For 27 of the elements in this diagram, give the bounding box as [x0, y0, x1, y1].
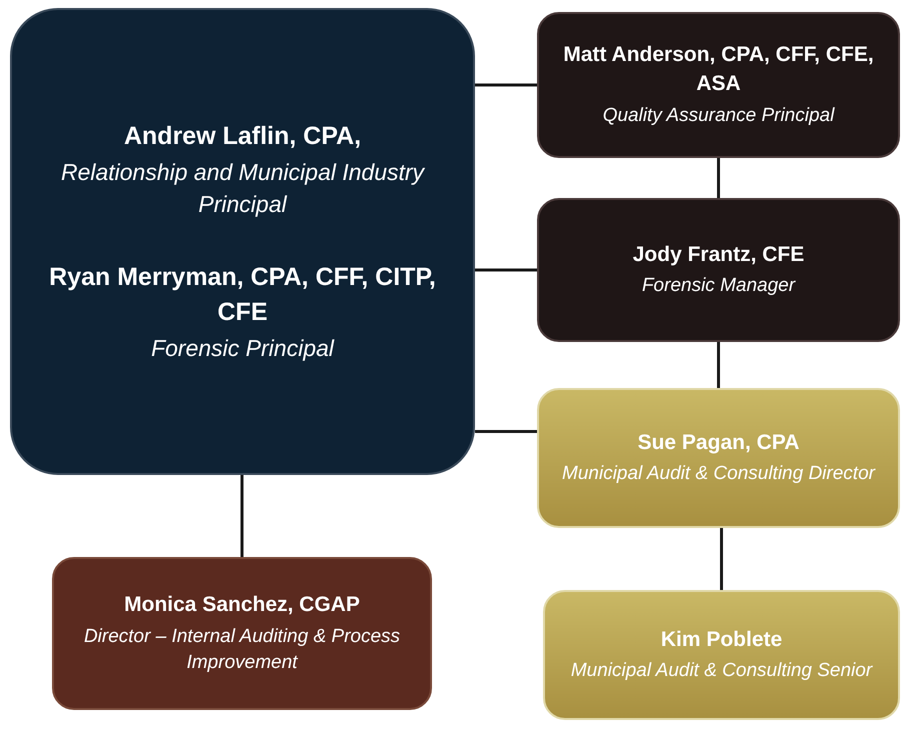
org-box: [537, 12, 900, 158]
connector-line: [717, 342, 720, 388]
org-box: [52, 557, 432, 710]
org-box: [10, 8, 475, 475]
connector-line: [475, 268, 537, 272]
job-title: Forensic Manager: [642, 274, 796, 298]
connector-line: [717, 158, 720, 198]
connector-line: [720, 528, 723, 590]
job-title: Municipal Audit & Consulting Director: [562, 462, 875, 486]
person-name: Ryan Merryman, CPA, CFF, CITP, CFE: [48, 262, 437, 328]
org-box: [537, 198, 900, 342]
person-name: Kim Poblete: [660, 626, 782, 652]
job-title: Director – Internal Auditing & Process Improvement: [82, 624, 402, 675]
job-title: Forensic Principal: [151, 334, 334, 363]
person-name: Sue Pagan, CPA: [638, 430, 800, 456]
job-title: Municipal Audit & Consulting Senior: [570, 659, 872, 684]
job-title: Relationship and Municipal Industry Principal: [60, 158, 426, 219]
person-name: Matt Anderson, CPA, CFF, CFE, ASA: [562, 42, 875, 97]
connector-line: [240, 475, 244, 557]
connector-line: [475, 84, 537, 86]
person-name: Andrew Laflin, CPA,: [124, 120, 362, 152]
org-box: [537, 388, 900, 528]
org-box: [543, 590, 900, 720]
person-name: Monica Sanchez, CGAP: [124, 592, 360, 618]
job-title: Quality Assurance Principal: [602, 104, 834, 128]
connector-line: [475, 430, 537, 433]
person-name: Jody Frantz, CFE: [632, 242, 804, 268]
